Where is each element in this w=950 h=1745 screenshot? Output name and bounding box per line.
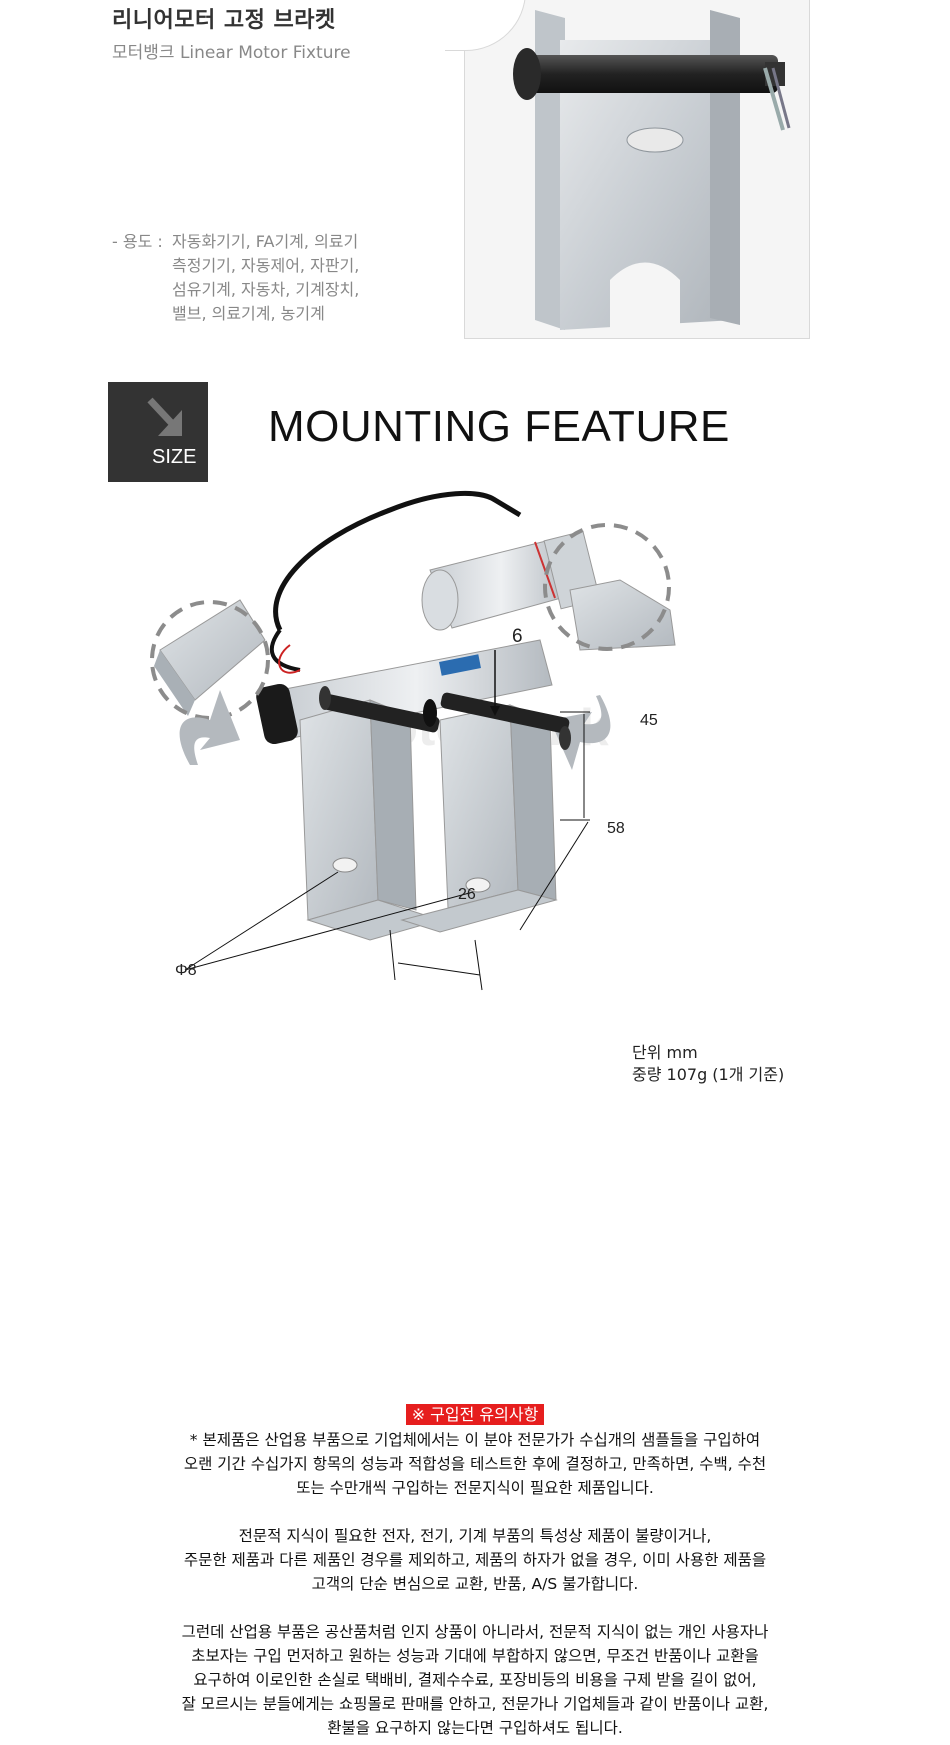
notice-paragraph-2: 전문적 지식이 필요한 전자, 전기, 기계 부품의 특성상 제품이 불량이거나…: [0, 1524, 950, 1596]
height-label: 45: [640, 712, 658, 729]
arrow-down-right-icon: [147, 397, 182, 436]
notice-paragraph-1: * 본제품은 산업용 부품으로 기업체에서는 이 분야 전문가가 수십개의 샘플…: [0, 1428, 950, 1500]
size-badge: SIZE: [108, 382, 208, 482]
product-photo: [464, 0, 810, 339]
weight-line: 중량 107g (1개 기준): [632, 1065, 785, 1084]
unit-line: 단위 mm: [632, 1043, 698, 1062]
notice-paragraph-3: 그런데 산업용 부품은 공산품처럼 인지 상품이 아니라서, 전문적 지식이 없…: [0, 1620, 950, 1740]
hole-diameter-label: Φ8: [175, 962, 197, 979]
usage-lines: 자동화기기, FA기계, 의료기 측정기기, 자동제어, 자판기, 섬유기계, …: [172, 230, 359, 326]
mounting-diagram: motorbank: [140, 480, 760, 1100]
notice-line: 주문한 제품과 다른 제품인 경우를 제외하고, 제품의 하자가 없을 경우, …: [183, 1551, 767, 1569]
product-title: 리니어모터 고정 브라켓: [112, 8, 336, 33]
notice-line: 잘 모르시는 분들에게는 쇼핑몰로 판매를 안하고, 전문가나 기업체들과 같이…: [181, 1695, 769, 1713]
usage-line: 섬유기계, 자동차, 기계장치,: [172, 280, 360, 299]
notice-heading: ※ 구입전 유의사항: [0, 1401, 950, 1425]
notice-line: 초보자는 구입 먼저하고 원하는 성능과 기대에 부합하지 않으면, 무조건 반…: [191, 1647, 759, 1665]
usage-line: 측정기기, 자동제어, 자판기,: [172, 256, 360, 275]
notice-line: 요구하여 이로인한 손실로 택배비, 결제수수료, 포장비등의 비용을 구제 받…: [193, 1671, 757, 1689]
section-title: MOUNTING FEATURE: [268, 402, 730, 451]
size-badge-label: SIZE: [152, 446, 197, 468]
notice-line: 고객의 단순 변심으로 교환, 반품, A/S 불가합니다.: [311, 1575, 639, 1593]
bracket-photo-illustration: [465, 0, 809, 338]
notice-line: 전문적 지식이 필요한 전자, 전기, 기계 부품의 특성상 제품이 불량이거나…: [238, 1527, 712, 1545]
width-label: 26: [458, 886, 476, 903]
usage-line: 밸브, 의료기계, 농기계: [172, 304, 325, 323]
notice-line: * 본제품은 산업용 부품으로 기업체에서는 이 분야 전문가가 수십개의 샘플…: [189, 1431, 761, 1449]
depth-label: 58: [607, 820, 625, 837]
notice-line: 또는 수만개씩 구입하는 전문지식이 필요한 제품입니다.: [296, 1479, 654, 1497]
usage-line: 자동화기기, FA기계, 의료기: [172, 232, 359, 251]
product-subtitle: 모터뱅크 Linear Motor Fixture: [112, 43, 351, 63]
notice-heading-label: ※ 구입전 유의사항: [405, 1404, 545, 1425]
notice-line: 오랜 기간 수십가지 항목의 성능과 적합성을 테스트한 후에 결정하고, 만족…: [183, 1455, 767, 1473]
notice-line: 환불을 요구하지 않는다면 구입하셔도 됩니다.: [327, 1719, 623, 1737]
mounting-diagram-illustration: motorbank: [150, 491, 676, 991]
spec-block: 단위 mm 중량 107g (1개 기준): [632, 1042, 784, 1086]
notice-line: 그런데 산업용 부품은 공산품처럼 인지 상품이 아니라서, 전문적 지식이 없…: [181, 1623, 769, 1641]
pin-diameter-label: 6: [512, 626, 523, 647]
usage-label: - 용도 :: [112, 232, 163, 251]
